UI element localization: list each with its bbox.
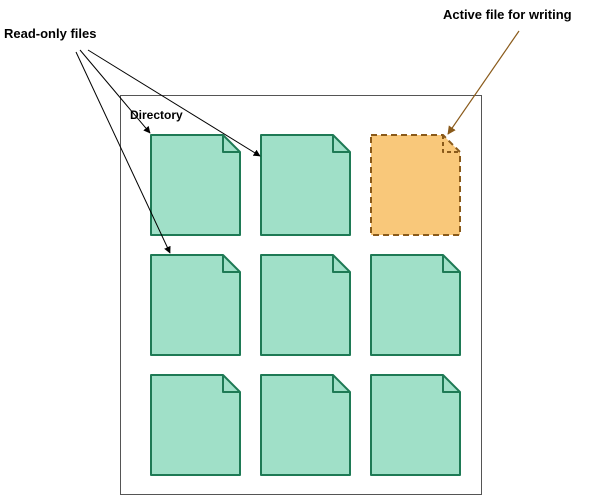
file-body: [370, 134, 461, 236]
read-only-file: [150, 254, 241, 356]
file-body: [150, 374, 241, 476]
read-only-file: [150, 134, 241, 236]
directory-box: [120, 95, 482, 495]
read-only-file: [150, 374, 241, 476]
file-corner-fold: [442, 135, 460, 153]
file-corner-fold: [222, 255, 240, 273]
read-only-file: [260, 374, 351, 476]
files-grid: [150, 134, 461, 476]
file-corner-fold: [442, 375, 460, 393]
file-body: [150, 254, 241, 356]
arrow-read-only-to-file-2: [87, 49, 261, 157]
read-only-file: [370, 254, 461, 356]
read-only-files-label: Read-only files: [4, 26, 96, 41]
file-body: [260, 134, 351, 236]
file-corner-fold: [222, 375, 240, 393]
file-corner-fold: [442, 255, 460, 273]
file-body: [370, 254, 461, 356]
active-file: [370, 134, 461, 236]
arrow-active-file: [447, 30, 520, 135]
read-only-file: [260, 254, 351, 356]
active-file-label: Active file for writing: [443, 7, 572, 22]
arrow-read-only-to-file-1: [79, 49, 151, 134]
file-body: [260, 254, 351, 356]
read-only-file: [370, 374, 461, 476]
file-corner-fold: [332, 255, 350, 273]
directory-label: Directory: [130, 108, 183, 122]
arrow-read-only-to-file-4: [75, 51, 171, 254]
file-body: [370, 374, 461, 476]
file-corner-fold: [222, 135, 240, 153]
file-body: [150, 134, 241, 236]
file-corner-fold: [332, 135, 350, 153]
read-only-file: [260, 134, 351, 236]
file-corner-fold: [332, 375, 350, 393]
file-body: [260, 374, 351, 476]
